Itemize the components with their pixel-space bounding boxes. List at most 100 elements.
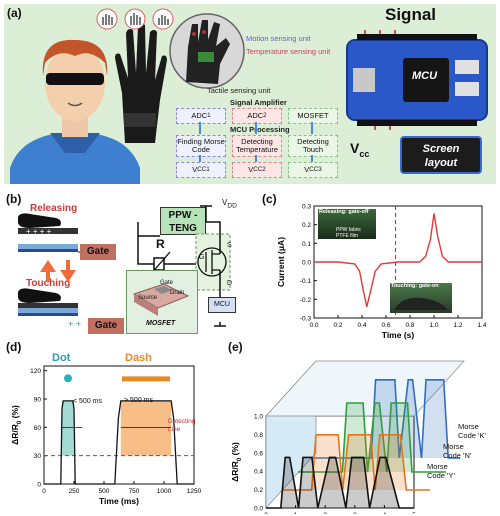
inset-source-label: Source [138,295,158,301]
morse-y-label: Morse Code 'Y' [427,462,455,480]
glove-illustration [115,23,167,143]
task-touch-label: Detecting Touch [297,136,329,154]
gate-top-label: Gate [86,246,110,257]
vcc2-label: V [248,164,254,174]
motion-unit-label: Motion sensing unit [246,34,311,43]
panel-b-label: (b) [6,192,22,206]
morse-n-label: Morse Code 'N' [443,442,471,460]
pin-d: D [227,280,233,287]
adc1-label: ADC [191,110,208,120]
resistor-label: R [156,237,165,251]
ppw-line1: PPW - [168,210,198,221]
detect-line1: Detecting [168,418,196,425]
y-tick-label: 0.1 [302,241,311,248]
x-tick-label: 1 [294,512,298,514]
dot-highlight [62,400,74,456]
dash-marker [122,376,170,382]
x-tick-label: 1.4 [477,322,486,329]
morse-k-label: Morse Code 'K' [458,422,486,440]
mcu-small-label: MCU [214,301,230,308]
x-axis-label: Time (ms) [99,496,139,506]
mosfet-inset-drawing [132,283,190,316]
vcc2-sub: CC2 [253,165,266,173]
response-trace [44,400,194,485]
detect-line-label: Detecting Line [168,418,195,434]
signal-amplifier-label: Signal Amplifier [230,98,287,107]
gate-bottom-box: Gate [88,318,124,334]
panel-e-label: (e) [228,340,243,354]
gate-top-box: Gate [80,244,116,260]
plot-frame [43,365,195,485]
mcu-small-box: MCU [208,297,236,313]
ppw-line2: TENG [169,223,197,234]
vcc-sub: cc [359,148,370,159]
task-temperature-label: Detecting Temperature [235,136,279,154]
releasing-photo-title: Releasing: gate-off [319,209,369,215]
svg-text:+ + + +: + + + + [26,227,52,236]
screen-line1: Screen [422,143,460,155]
y-tick-label: 0 [37,482,41,489]
mcu-chip-label: MCU [412,70,438,82]
x-tick-label: 250 [69,488,80,495]
x-tick-label: 2 [323,512,327,514]
dash-label: Dash [125,352,152,364]
x-tick-label: 0 [42,488,46,495]
current-trace [314,213,482,307]
mcu-board [346,30,488,130]
y-axis-label: Current (μA) [276,237,286,287]
y-tick-label: 120 [30,368,41,375]
x-tick-label: 0.2 [333,322,342,329]
x-tick-label: 5 [412,512,416,514]
dot-dash-chart-plot [44,374,194,485]
y-tick-label: -0.1 [300,278,312,285]
y-axis-label-unit: (%) [230,442,240,458]
pin-g: G [199,254,205,261]
vdd-main: V [222,198,228,207]
inset-drain-label: Drain [170,290,185,296]
dash-highlight [120,400,172,456]
y-axis-label-unit: (%) [10,405,20,421]
teng-schematic: + + + + + + [18,213,88,329]
mcu-processing-label: MCU Processing [230,125,290,134]
y-axis-label-sub: 0 [17,420,23,424]
y-tick-label: 0.2 [302,222,311,229]
screen-line2: layout [424,157,458,169]
pin-s: S [227,242,232,249]
touching-photo-title: Touching: gate-on [391,283,439,289]
dot-label: Dot [52,352,71,364]
y-axis-label: ΔR/R0 (%) [230,442,243,482]
mosfet-label: MOSFET [297,110,329,120]
x-tick-label: 4 [383,512,387,514]
x-tick-label: 0 [264,512,268,514]
inset-caption: MOSFET [146,320,176,327]
y-tick-label: 30 [34,453,42,460]
y-tick-label: 0.4 [254,469,263,476]
dot-marker [64,374,72,383]
glove-zoom-circle [169,13,245,89]
y-tick-label: 1.0 [254,414,263,421]
y-axis-label-sub: 0 [237,457,243,461]
inset-gate-label: Gate [160,280,174,286]
y-tick-label: 0.0 [254,506,263,513]
releasing-photo-ptfe: PTFE film [336,233,358,239]
task-morse-label: Finding Morse Code [177,136,225,154]
x-tick-label: 3 [353,512,357,514]
dash-duration-label: > 500 ms [124,397,153,404]
circuit-diagram [137,205,231,327]
y-tick-label: 0.6 [254,450,263,457]
adc1-sub: 1 [207,111,211,119]
vcc-label: Vcc [350,140,369,159]
svg-text:+ +: + + [68,319,81,329]
dot-duration-label: < 500 ms [73,398,102,405]
x-tick-label: 0.0 [309,322,318,329]
y-tick-label: 0.8 [254,432,263,439]
morse-y-line2: Code 'Y' [427,471,455,480]
x-tick-label: 0.4 [357,322,366,329]
person-illustration [10,39,140,184]
